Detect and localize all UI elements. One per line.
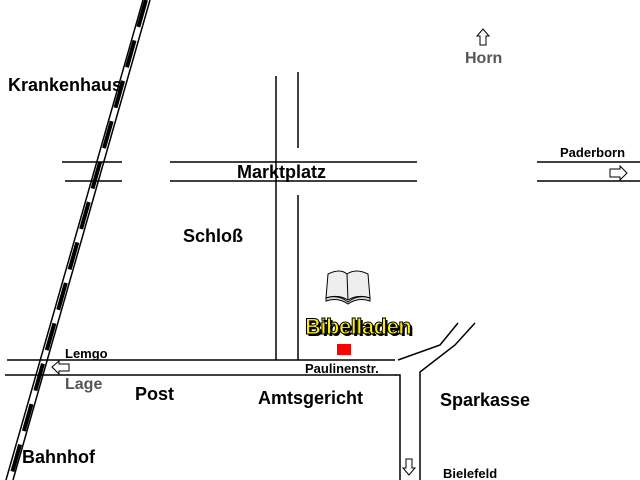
direction-horn: Horn	[465, 50, 503, 67]
arrow-down-icon	[401, 458, 417, 476]
direction-bielefeld: Bielefeld	[443, 466, 498, 480]
book-logo-icon	[325, 270, 371, 305]
road-marktplatz	[62, 161, 640, 182]
label-krankenhaus: Krankenhaus	[8, 75, 123, 95]
road-paulinenstr	[5, 322, 476, 480]
label-post: Post	[135, 384, 175, 404]
label-marktplatz: Marktplatz	[237, 162, 327, 182]
railway	[5, 0, 151, 480]
direction-lemgo: Lemgo	[65, 346, 108, 361]
arrow-left-icon	[51, 359, 70, 376]
label-bibelladen: Bibelladen	[304, 314, 412, 340]
label-sparkasse: Sparkasse	[440, 390, 531, 410]
label-amtsgericht: Amtsgericht	[258, 388, 364, 408]
arrow-up-icon	[475, 28, 491, 46]
shop-location-marker	[337, 344, 351, 355]
label-bahnhof: Bahnhof	[22, 447, 95, 467]
label-schloss: Schloß	[183, 226, 244, 246]
direction-paderborn: Paderborn	[560, 145, 626, 160]
label-paulinenstr: Paulinenstr.	[305, 361, 379, 376]
direction-lage: Lage	[65, 376, 103, 393]
road-vertical	[275, 72, 299, 360]
arrow-right-icon	[609, 164, 628, 182]
